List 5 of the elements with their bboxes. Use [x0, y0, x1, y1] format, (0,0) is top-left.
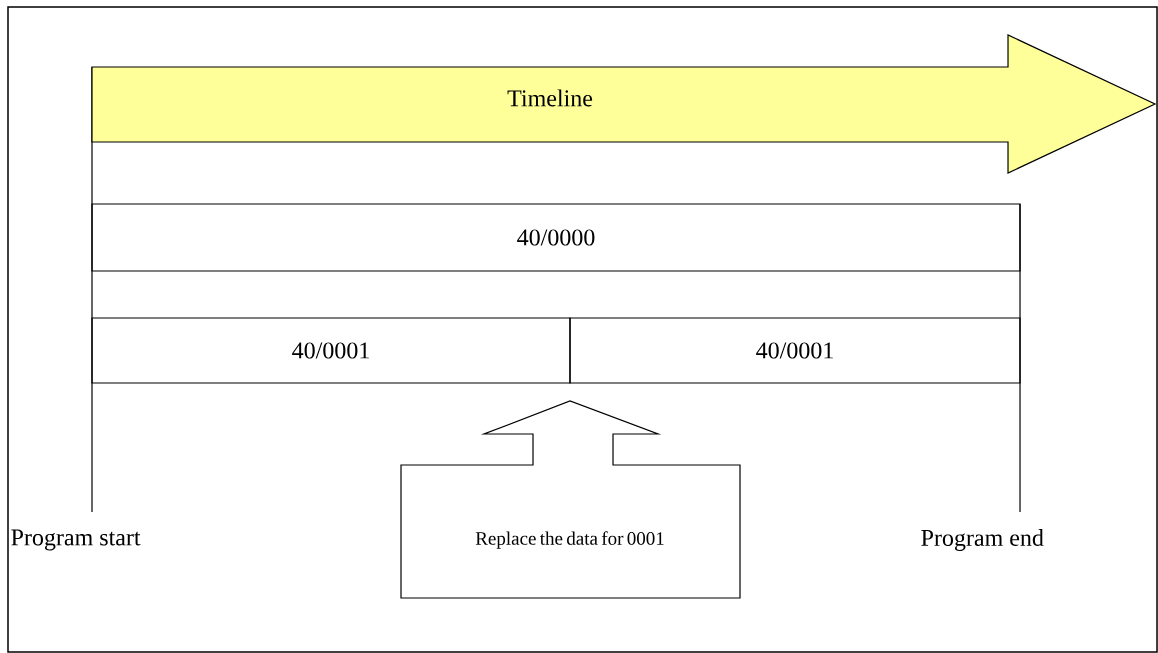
- time-label: Program end: [921, 529, 1044, 551]
- segment-box: 40/0001: [91, 317, 571, 384]
- time-label: Program start: [11, 529, 141, 551]
- segment-box: 40/0001: [569, 317, 1021, 384]
- segment-box: 40/0000: [91, 203, 1021, 272]
